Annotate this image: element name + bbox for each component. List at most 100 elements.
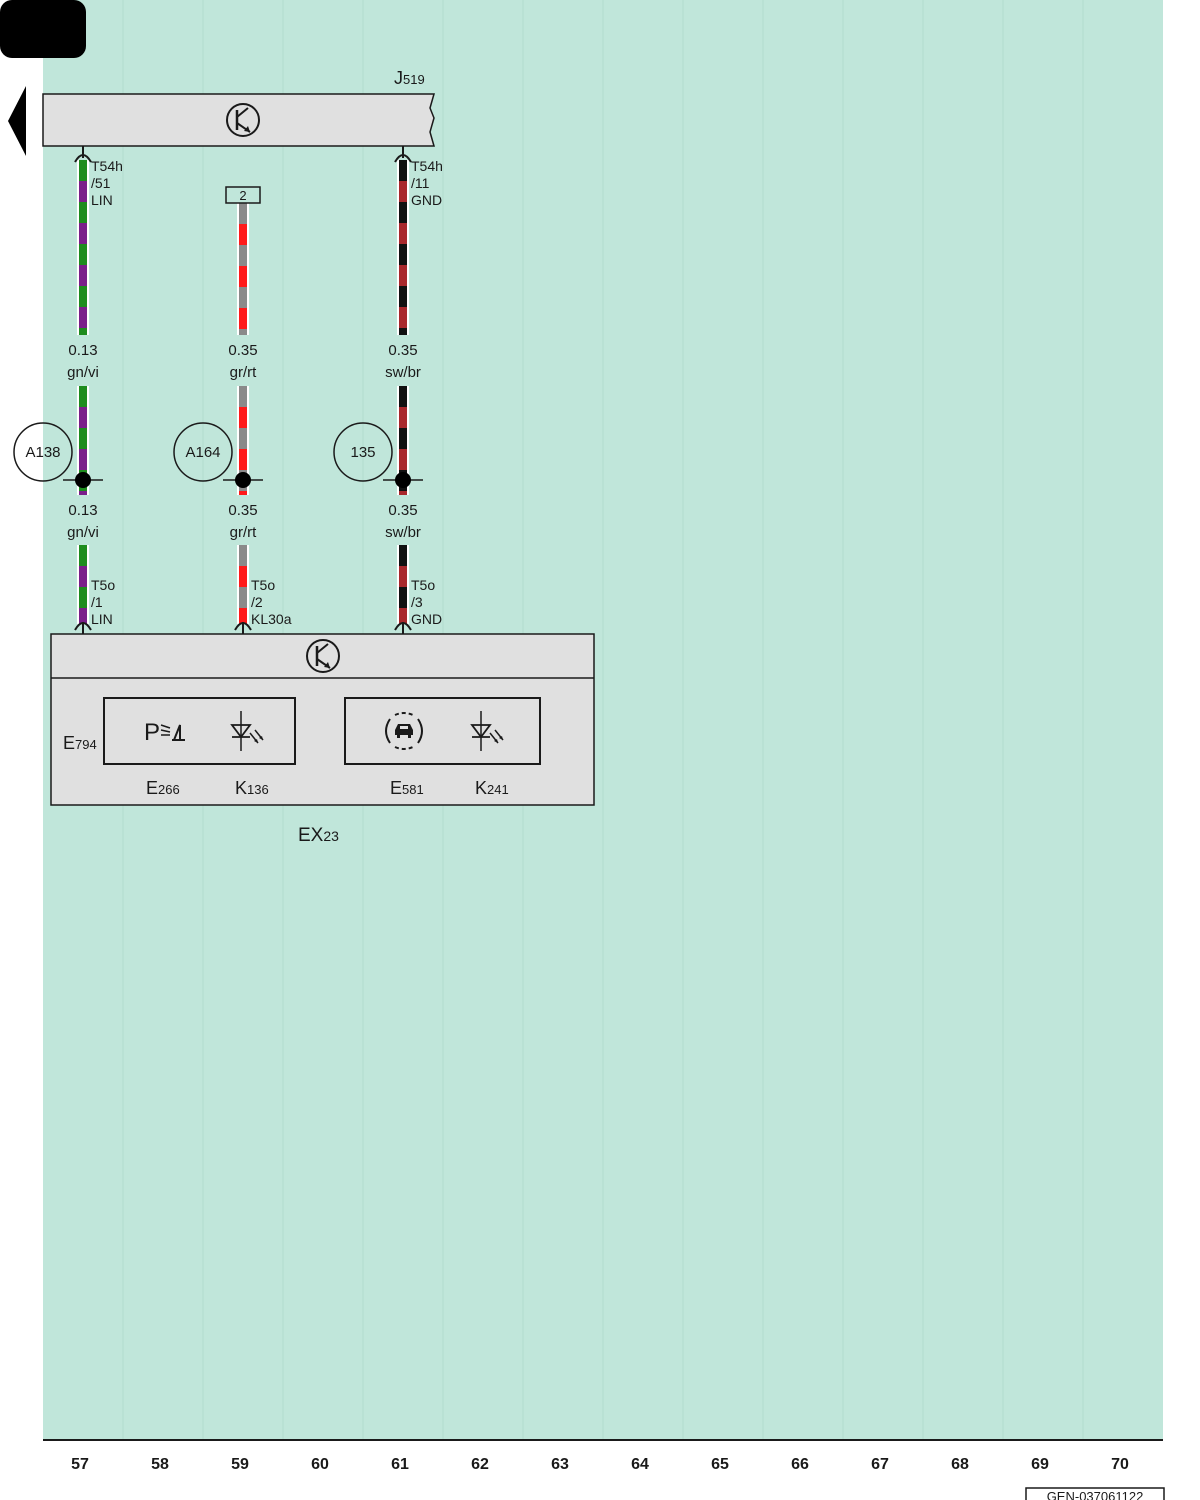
wire-color-code: gr/rt [230,524,258,541]
connector-circle [173,422,233,482]
wire-stripe [239,407,247,428]
wire-stripe [79,449,87,470]
wire-stripe [239,428,247,449]
connector-label: 135 [350,444,375,461]
component-label: E581 [390,778,424,798]
wire-segment-lower [237,386,249,624]
wire-stripe [79,428,87,449]
wire-stripe [79,244,87,265]
wire-size: 0.35 [388,342,417,359]
switch-group-lights [103,697,296,765]
wire-size: 0.35 [228,342,257,359]
wire-stripe [239,491,247,495]
wire-stripe [239,386,247,407]
splice-point [75,472,91,488]
track-number: 63 [551,1456,569,1473]
wire-stripe [239,266,247,287]
page-tab [0,0,86,58]
wire-stripe [399,328,407,335]
wire-stripe [399,265,407,286]
wire-size: 0.13 [68,502,97,519]
wire-stripe [399,386,407,407]
wire-stripe [239,329,247,335]
wire-segment-upper [237,203,249,335]
track-number: 65 [711,1456,729,1473]
track-number: 66 [791,1456,809,1473]
connector-circle [333,422,393,482]
wire-stripe [239,566,247,587]
control-unit-j519: J519 [42,68,435,147]
wire-stripe [79,491,87,495]
wire-stripe [79,265,87,286]
wire-stripe [239,245,247,266]
transistor-icon [226,103,260,137]
wire-color-code: gn/vi [67,524,99,541]
led-indicator-icon [470,711,504,751]
wire-stripe [79,545,87,566]
wire-stripe [239,608,247,624]
wire-stripe [399,545,407,566]
wire-stripe [79,223,87,244]
wire-stripe [239,287,247,308]
assembly-label: EX23 [298,825,339,846]
wire-stripe [399,181,407,202]
wire-stripe [79,407,87,428]
track-number: 58 [151,1456,169,1473]
track-number: 64 [631,1456,649,1473]
track-number: 67 [871,1456,889,1473]
wire-color-code: sw/br [385,364,421,381]
wire-stripe [239,203,247,224]
wire-stripe [79,307,87,328]
control-unit-label: J519 [394,68,425,88]
wire-stripe [239,308,247,329]
component-label: K241 [475,778,509,798]
wire-stripe [79,160,87,181]
wire-stripe [399,160,407,181]
wire-stripe [399,223,407,244]
wire-stripe [399,286,407,307]
track-number: 68 [951,1456,969,1473]
connector-label: A138 [25,444,60,461]
component-label: K136 [235,778,269,798]
wire-stripe [239,587,247,608]
track-number: 62 [471,1456,489,1473]
wire-stripe [399,202,407,223]
wire-stripe [79,286,87,307]
wire-stripe [79,328,87,335]
wire-stripe [399,587,407,608]
wire-stripe [79,608,87,624]
module-box [50,633,595,806]
wire-segment-lower [397,386,409,624]
wire-stripe [79,587,87,608]
svg-text:P: P [144,719,160,746]
wire-size: 0.13 [68,342,97,359]
switch-module-ex23: E794 P [50,633,595,846]
wire-color-code: gr/rt [230,364,258,381]
wire-stripe [79,566,87,587]
wire-color-code: sw/br [385,524,421,541]
track-number: 57 [71,1456,89,1473]
control-unit-box [42,93,435,147]
wire-stripe [399,407,407,428]
fuse-label: 2 [239,188,246,203]
wire-stripe [399,428,407,449]
connector-label: A164 [185,444,220,461]
wire-stripe [239,545,247,566]
wire-stripe [239,449,247,470]
track-number: 60 [311,1456,329,1473]
wire-stripe [399,449,407,470]
wire-segment-upper [397,160,409,335]
car-sensor-icon [385,712,423,750]
wire-stripe [399,307,407,328]
wire-stripe [399,491,407,495]
module-label: E794 [63,733,97,753]
triangle-left-icon[interactable] [8,86,26,156]
track-number: 70 [1111,1456,1129,1473]
component-label: E266 [146,778,180,798]
